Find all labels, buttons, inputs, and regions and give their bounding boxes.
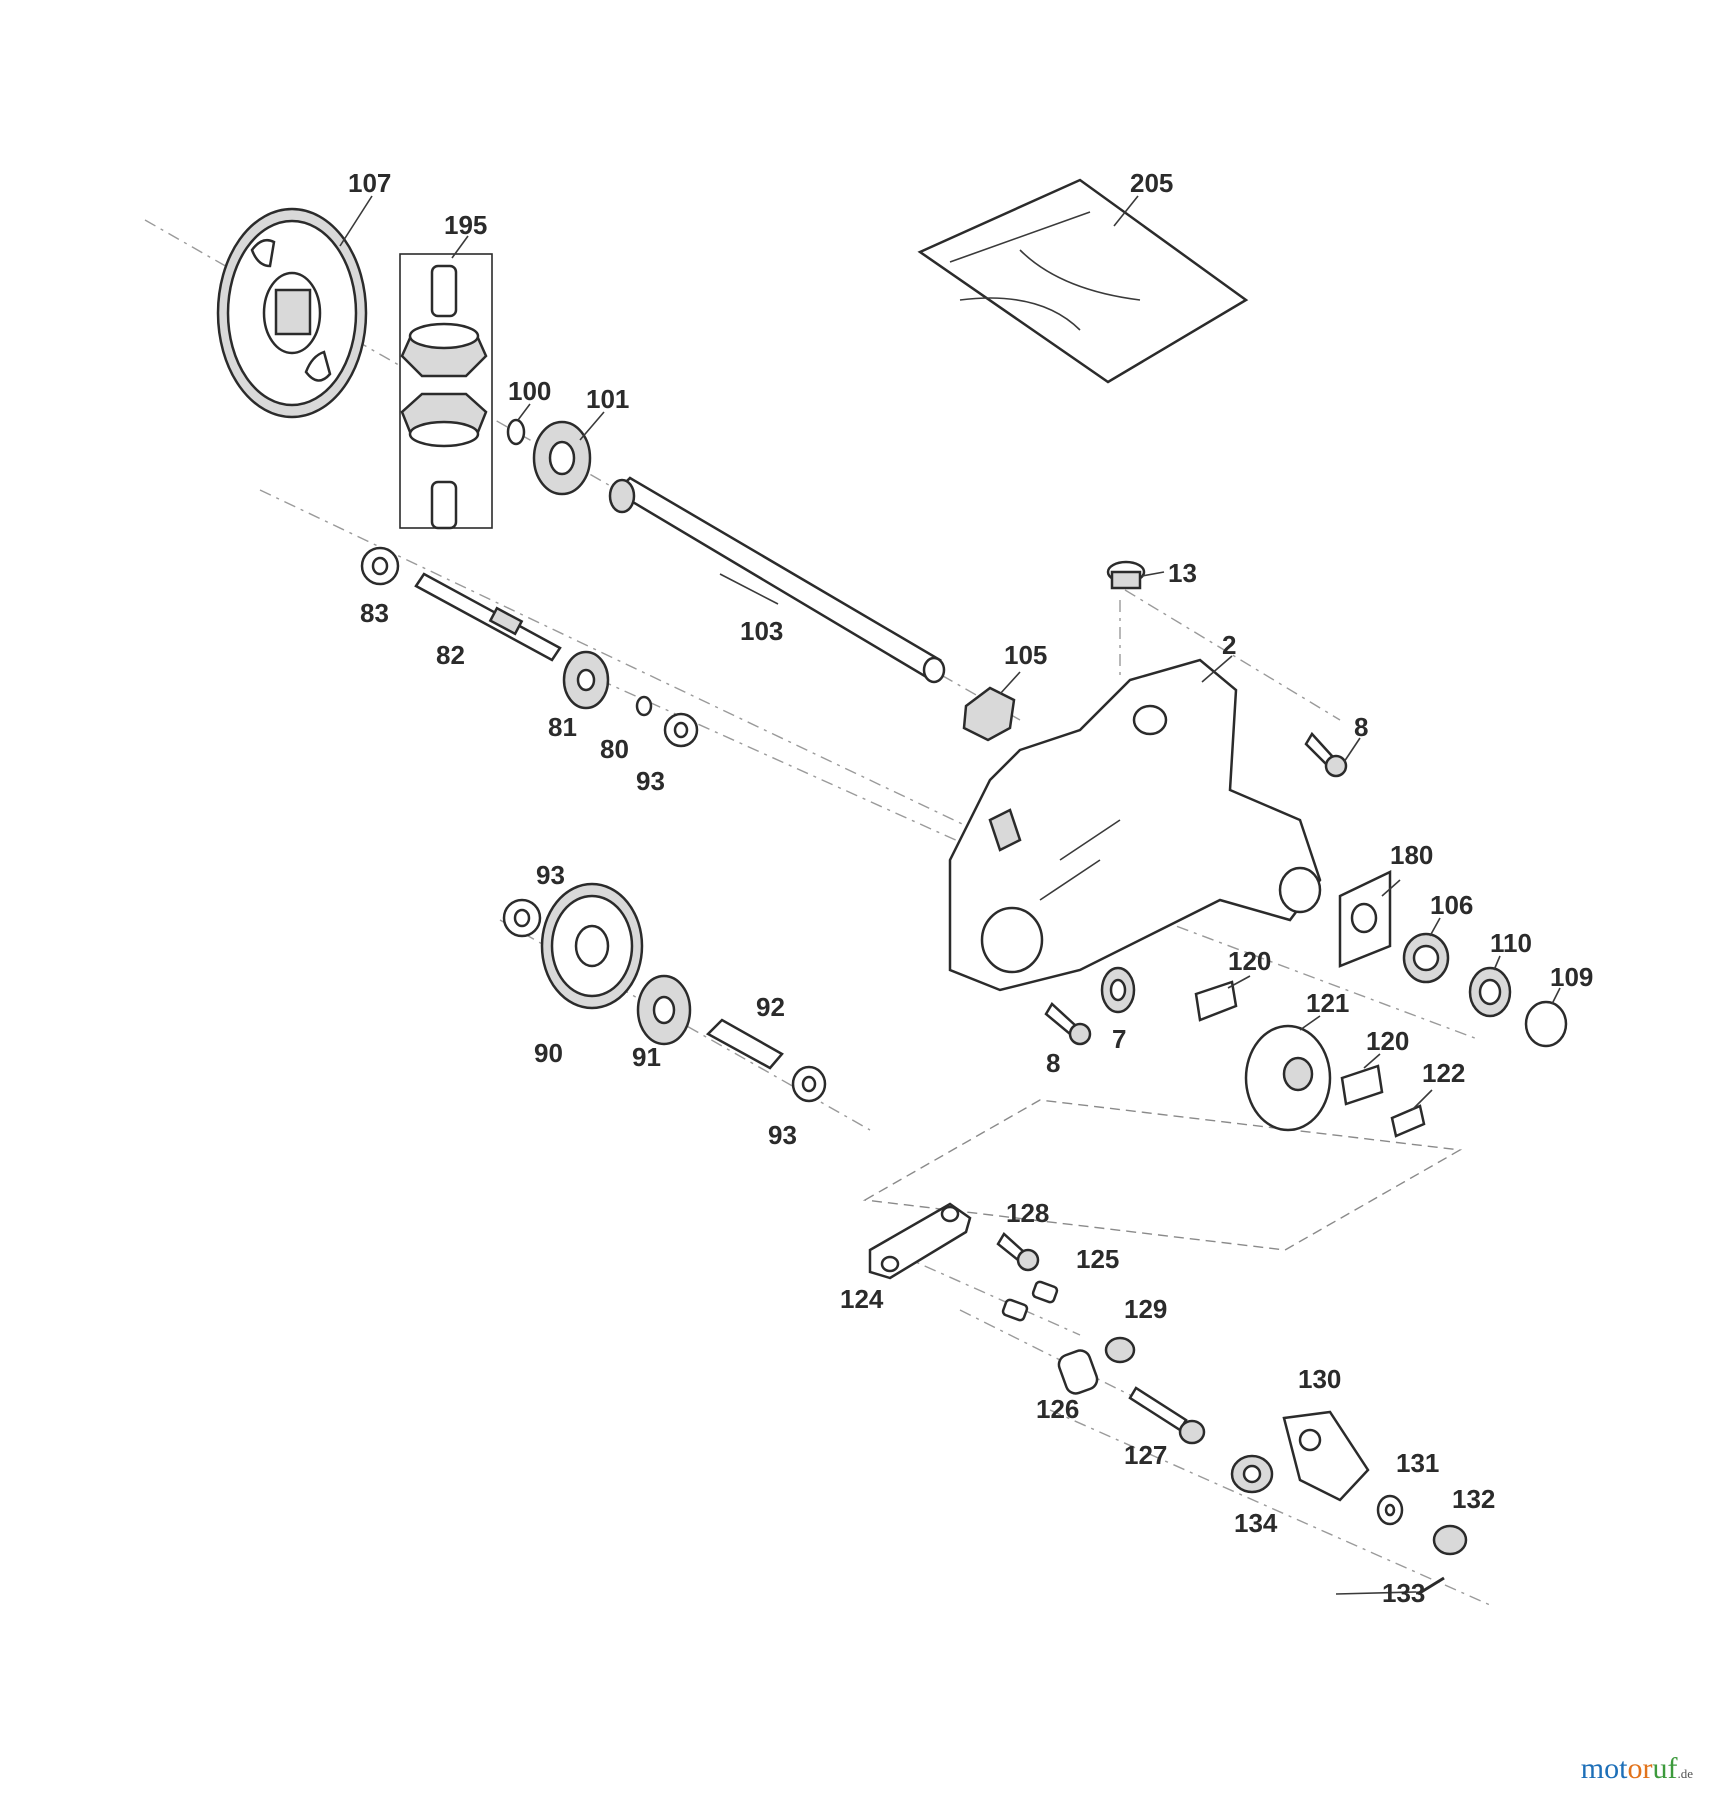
- torsion-spring-134: [1230, 1454, 1274, 1494]
- part-label-90: 90: [534, 1038, 563, 1068]
- part-label-195: 195: [444, 210, 487, 240]
- bearing-110: [1468, 966, 1512, 1018]
- bolt-8a: [1304, 731, 1348, 778]
- bracket-180: [1338, 870, 1392, 968]
- part-label-81: 81: [548, 712, 577, 742]
- part-label-106: 106: [1430, 890, 1473, 920]
- circlip-109: [1524, 1000, 1568, 1048]
- pulley-121: [1244, 1024, 1332, 1132]
- logo-part-1: mot: [1580, 1752, 1628, 1785]
- washer-93a: [663, 712, 699, 748]
- gearbox-housing-2: [948, 658, 1322, 992]
- watermark-logo: motoruf.de: [1581, 1752, 1693, 1786]
- leader-lines: [339, 195, 1561, 1595]
- part-label-110: 110: [1490, 928, 1532, 958]
- part-label-205: 205: [1130, 168, 1173, 198]
- circlip-100: [506, 418, 526, 446]
- plate-122: [1390, 1104, 1426, 1138]
- circlip-80: [635, 695, 653, 717]
- logo-part-3: uf: [1652, 1752, 1678, 1785]
- part-label-134: 134: [1234, 1508, 1278, 1538]
- part-label-82: 82: [436, 640, 465, 670]
- part-label-125: 125: [1076, 1244, 1119, 1274]
- part-label-122: 122: [1422, 1058, 1465, 1088]
- part-label-126: 126: [1036, 1394, 1079, 1424]
- pinion-91: [636, 974, 692, 1046]
- bolt-128: [996, 1232, 1040, 1272]
- washer-131: [1376, 1494, 1404, 1526]
- pin-125: [1031, 1280, 1059, 1304]
- bolt-8b: [1044, 1002, 1092, 1046]
- spacer-126: [1057, 1349, 1099, 1395]
- pin-92: [705, 1018, 784, 1070]
- part-label-93b: 93: [536, 860, 565, 890]
- key-120b: [1340, 1064, 1384, 1106]
- cotter-pin-133: [1417, 1576, 1445, 1596]
- part-label-132: 132: [1452, 1484, 1495, 1514]
- gear-81: [562, 650, 610, 710]
- part-label-80: 80: [600, 734, 629, 764]
- bolt-127: [1128, 1386, 1206, 1445]
- gear-107: [216, 207, 368, 419]
- pinion-101: [532, 420, 592, 496]
- part-label-127: 127: [1124, 1440, 1167, 1470]
- part-label-91: 91: [632, 1042, 661, 1072]
- part-label-109: 109: [1550, 962, 1593, 992]
- differential-kit-195: [399, 253, 493, 530]
- bushing-106: [1402, 932, 1450, 984]
- washer-83: [360, 546, 400, 586]
- part-label-133: 133: [1382, 1578, 1425, 1608]
- part-label-100: 100: [508, 376, 551, 406]
- part-label-124: 124: [840, 1284, 884, 1314]
- washer-93b: [502, 898, 542, 938]
- part-label-83: 83: [360, 598, 389, 628]
- washer-93c: [791, 1065, 827, 1103]
- part-label-120a: 120: [1228, 946, 1271, 976]
- part-label-93a: 93: [636, 766, 665, 796]
- part-label-128: 128: [1006, 1198, 1049, 1228]
- part-label-92: 92: [756, 992, 785, 1022]
- shaft-82: [414, 572, 562, 662]
- part-label-101: 101: [586, 384, 629, 414]
- nut-132: [1432, 1524, 1468, 1556]
- part-label-130: 130: [1298, 1364, 1341, 1394]
- part-label-105: 105: [1004, 640, 1047, 670]
- part-label-103: 103: [740, 616, 783, 646]
- spring-129: [1104, 1336, 1136, 1364]
- logo-tld: .de: [1677, 1766, 1693, 1781]
- arm-130: [1282, 1410, 1370, 1502]
- shaft-103: [608, 476, 946, 684]
- pin-125b: [1001, 1298, 1029, 1322]
- lever-124: [868, 1202, 972, 1280]
- part-label-8a: 8: [1354, 712, 1368, 742]
- coupler-105: [962, 686, 1016, 742]
- logo-part-2: or: [1627, 1752, 1653, 1785]
- part-label-121: 121: [1306, 988, 1349, 1018]
- part-label-120b: 120: [1366, 1026, 1409, 1056]
- part-label-107: 107: [348, 168, 391, 198]
- part-label-7: 7: [1112, 1024, 1126, 1054]
- part-label-2: 2: [1222, 630, 1236, 660]
- grease-bag-205: [917, 178, 1249, 384]
- gear-90: [540, 882, 644, 1010]
- key-120a: [1194, 980, 1238, 1022]
- part-label-180: 180: [1390, 840, 1433, 870]
- plug-13: [1106, 560, 1146, 590]
- part-label-93c: 93: [768, 1120, 797, 1150]
- part-labels: 107 195 205 100 101 83 82 103 13 2 105 8…: [348, 168, 1593, 1608]
- part-label-8b: 8: [1046, 1048, 1060, 1078]
- part-label-131: 131: [1396, 1448, 1439, 1478]
- part-label-129: 129: [1124, 1294, 1167, 1324]
- part-label-13: 13: [1168, 558, 1197, 588]
- seal-7: [1100, 966, 1136, 1014]
